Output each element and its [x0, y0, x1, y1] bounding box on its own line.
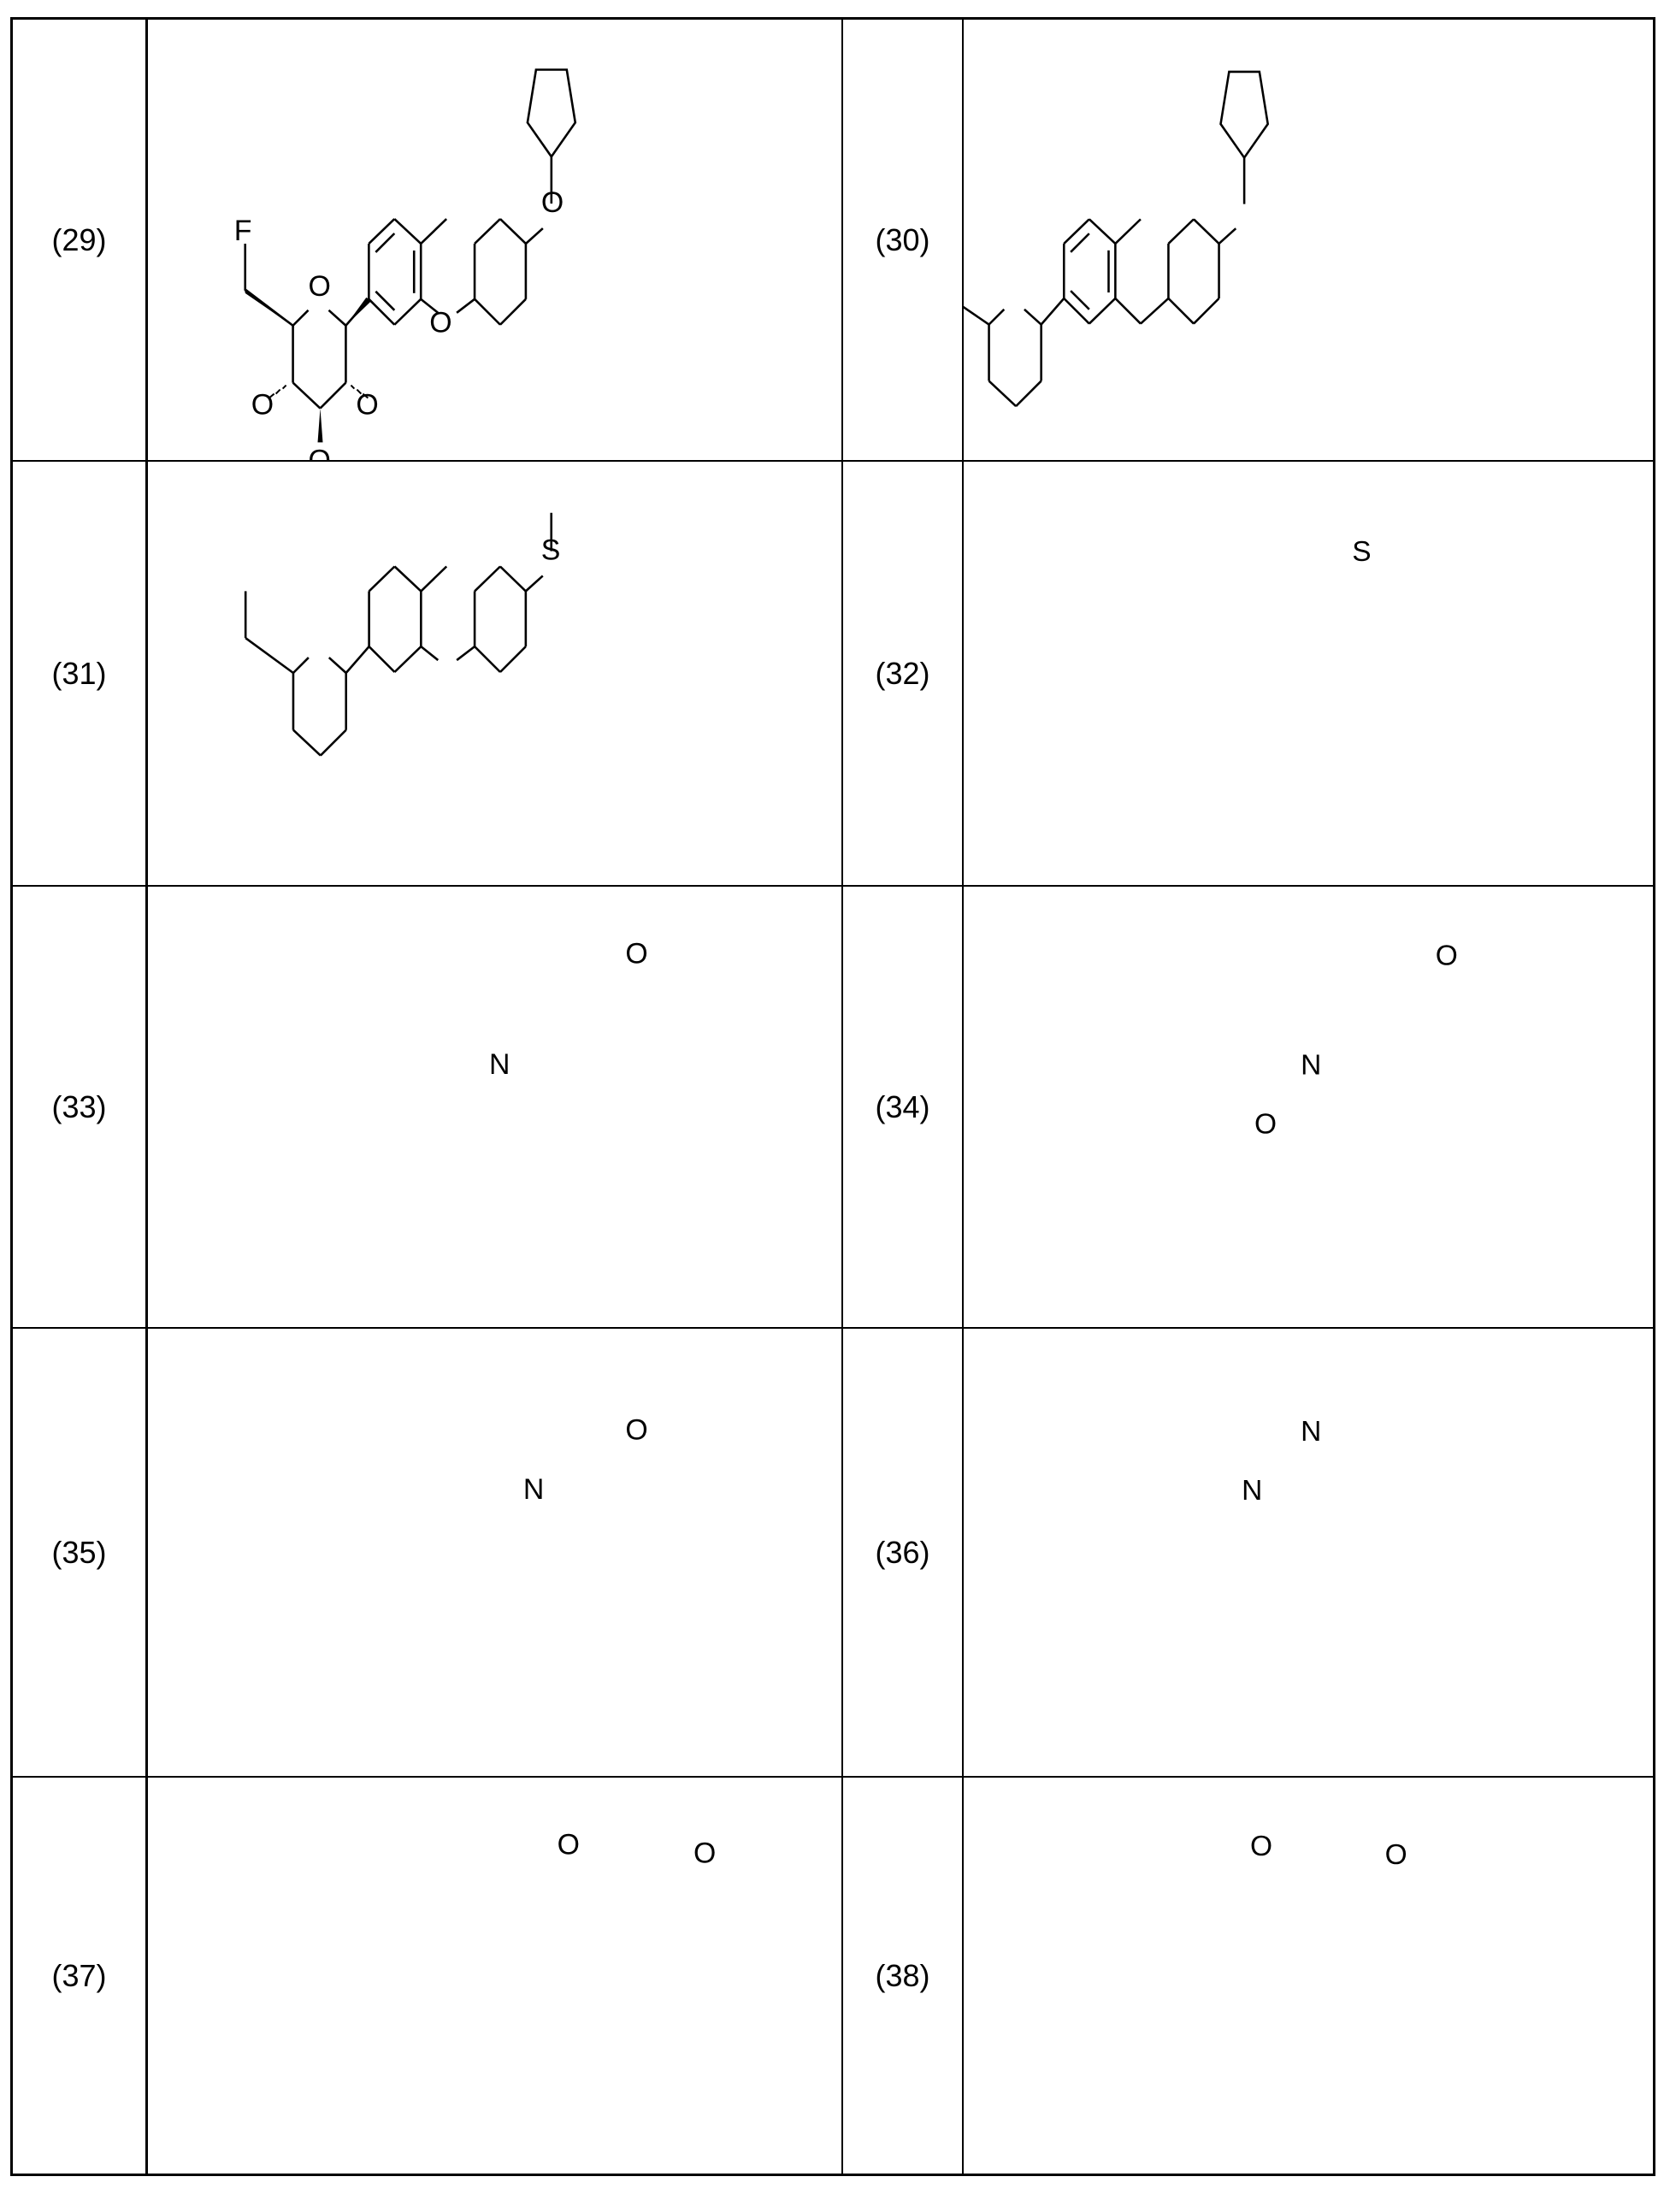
compound-label: (34) — [843, 887, 964, 1327]
structure-diagram: N O — [148, 887, 841, 1327]
svg-text:N: N — [1301, 1416, 1321, 1448]
table-row: (31) S (32) S — [13, 460, 1653, 885]
compound-structure-38: O O — [964, 1778, 1653, 2174]
compound-label: (33) — [13, 887, 148, 1327]
svg-text:N: N — [489, 1048, 510, 1081]
structure-diagram: O O — [964, 1778, 1653, 2174]
svg-text:O: O — [558, 1829, 580, 1861]
svg-text:O: O — [625, 938, 647, 970]
table-row: (29) — [13, 20, 1653, 460]
svg-text:O: O — [356, 388, 378, 421]
compound-table: (29) — [10, 17, 1655, 2176]
compound-label: (30) — [843, 20, 964, 460]
svg-text:O: O — [541, 186, 564, 219]
compound-label: (37) — [13, 1778, 148, 2174]
svg-text:O: O — [429, 307, 451, 339]
svg-text:O: O — [693, 1837, 716, 1870]
structure-diagram: N O — [148, 1329, 841, 1776]
structure-diagram: N O O — [964, 887, 1653, 1327]
svg-text:O: O — [309, 270, 331, 303]
structure-diagram: O O — [148, 1778, 841, 2174]
svg-text:O: O — [1385, 1839, 1407, 1871]
compound-label: (29) — [13, 20, 148, 460]
table-row: (33) N O (34) N O O — [13, 885, 1653, 1327]
compound-label: (35) — [13, 1329, 148, 1776]
compound-structure-29: F O O O O O O — [148, 20, 843, 460]
table-row: (35) N O (36) N N — [13, 1327, 1653, 1776]
structure-diagram: S — [964, 462, 1653, 885]
compound-label: (31) — [13, 462, 148, 885]
svg-text:O: O — [1254, 1109, 1277, 1141]
svg-text:N: N — [523, 1473, 544, 1506]
svg-text:S: S — [541, 534, 561, 567]
svg-text:N: N — [1242, 1475, 1262, 1507]
svg-text:O: O — [1250, 1831, 1272, 1862]
svg-text:O: O — [625, 1414, 647, 1447]
svg-text:O: O — [309, 444, 331, 460]
compound-structure-31: S — [148, 462, 843, 885]
svg-text:O: O — [1436, 940, 1458, 971]
svg-text:O: O — [251, 388, 274, 421]
structure-diagram — [964, 20, 1653, 460]
table-row: (37) O O (38) O O — [13, 1776, 1653, 2174]
compound-label: (38) — [843, 1778, 964, 2174]
compound-label: (36) — [843, 1329, 964, 1776]
compound-label: (32) — [843, 462, 964, 885]
svg-text:F: F — [234, 215, 252, 247]
structure-diagram: S — [148, 462, 841, 885]
compound-structure-37: O O — [148, 1778, 843, 2174]
compound-structure-35: N O — [148, 1329, 843, 1776]
compound-structure-34: N O O — [964, 887, 1653, 1327]
svg-text:S: S — [1352, 536, 1371, 568]
compound-structure-33: N O — [148, 887, 843, 1327]
compound-structure-32: S — [964, 462, 1653, 885]
compound-structure-30 — [964, 20, 1653, 460]
structure-diagram: F O O O O O O — [148, 20, 841, 460]
compound-structure-36: N N — [964, 1329, 1653, 1776]
structure-diagram: N N — [964, 1329, 1653, 1776]
svg-text:N: N — [1301, 1050, 1321, 1082]
